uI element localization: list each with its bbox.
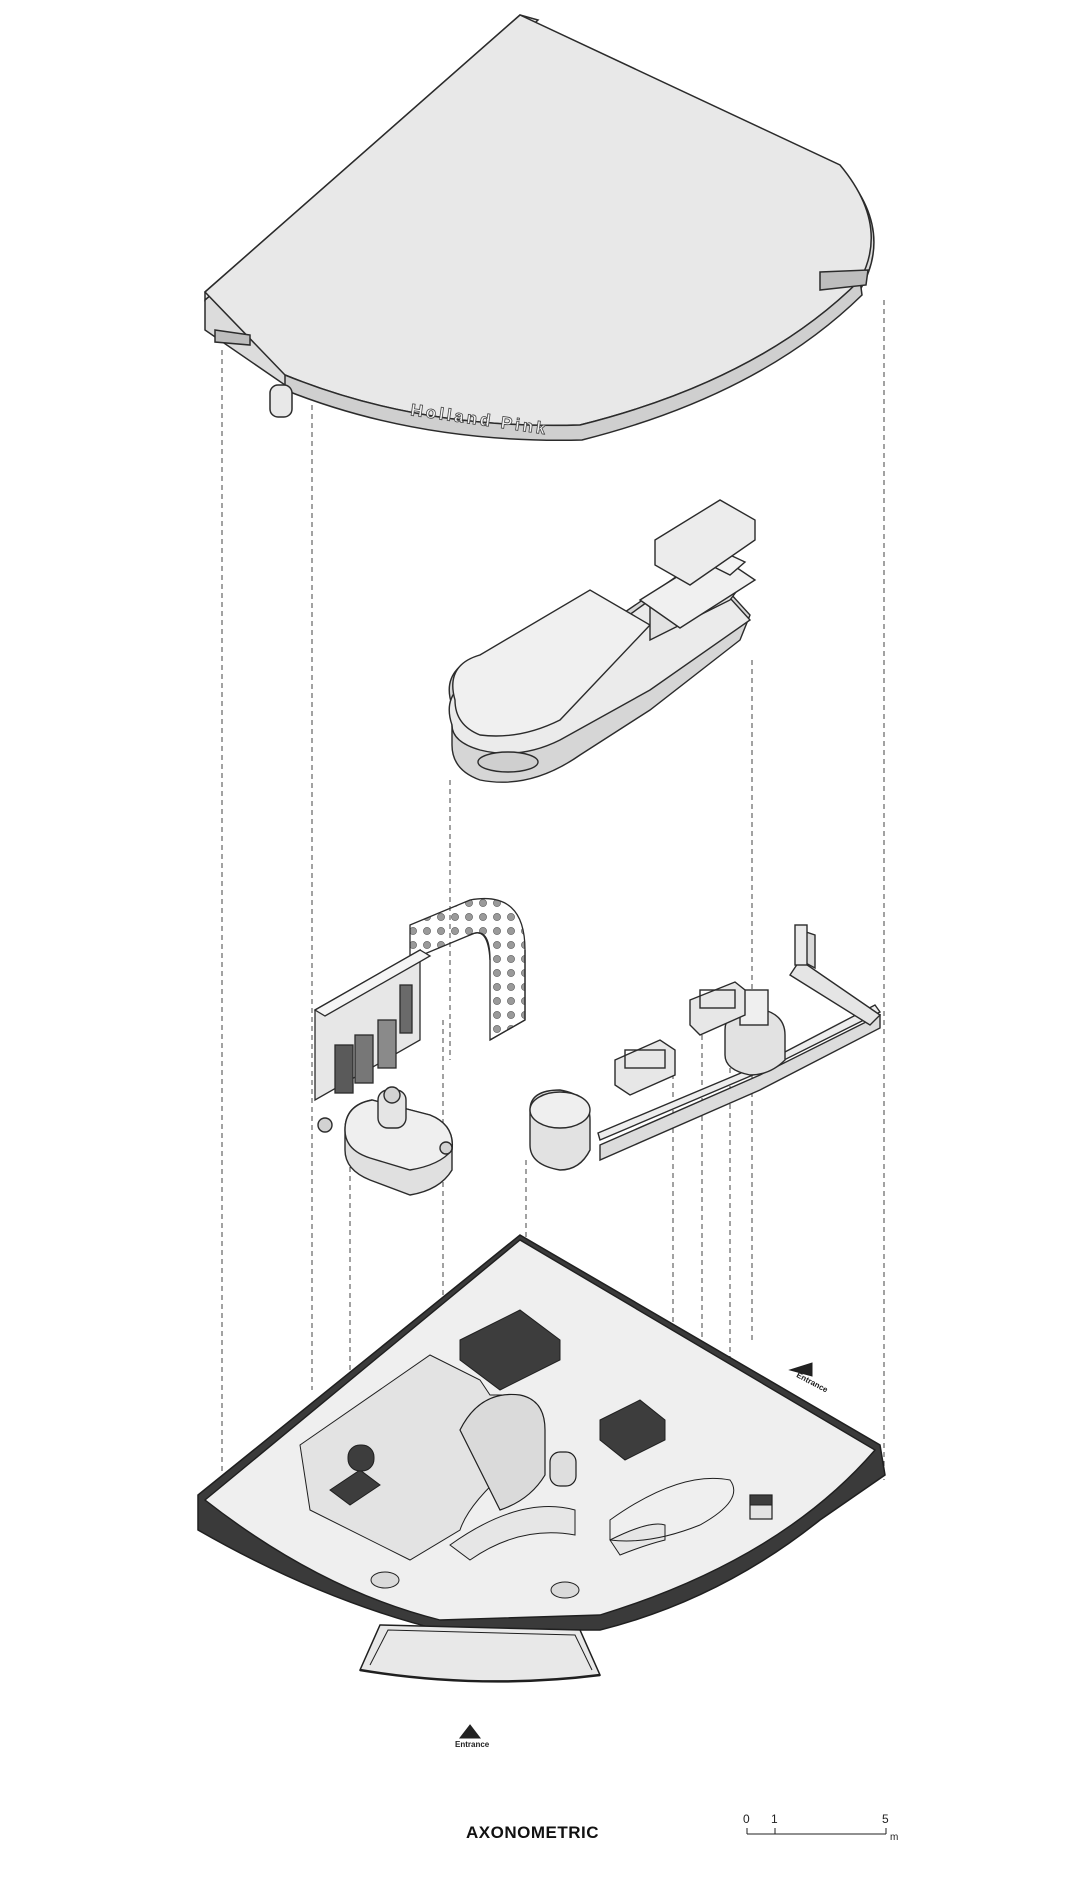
dotted-wall-shelving xyxy=(313,898,526,1102)
floor-plate xyxy=(197,1234,886,1683)
scale-unit: m xyxy=(890,1832,899,1843)
roof-plate xyxy=(203,14,875,442)
entrance-arrow-front xyxy=(458,1724,482,1739)
diagram-title: AXONOMETRIC xyxy=(466,1823,599,1842)
entrance-label-front: Entrance xyxy=(455,1740,490,1749)
scale-tick-5: 5 xyxy=(882,1812,889,1826)
scale-tick-1: 1 xyxy=(771,1812,778,1826)
scale-bar xyxy=(746,1828,887,1835)
counter-network-right xyxy=(529,924,882,1171)
central-canopy xyxy=(448,499,757,783)
island-counter-left xyxy=(317,1086,454,1196)
scale-tick-0: 0 xyxy=(743,1812,750,1826)
